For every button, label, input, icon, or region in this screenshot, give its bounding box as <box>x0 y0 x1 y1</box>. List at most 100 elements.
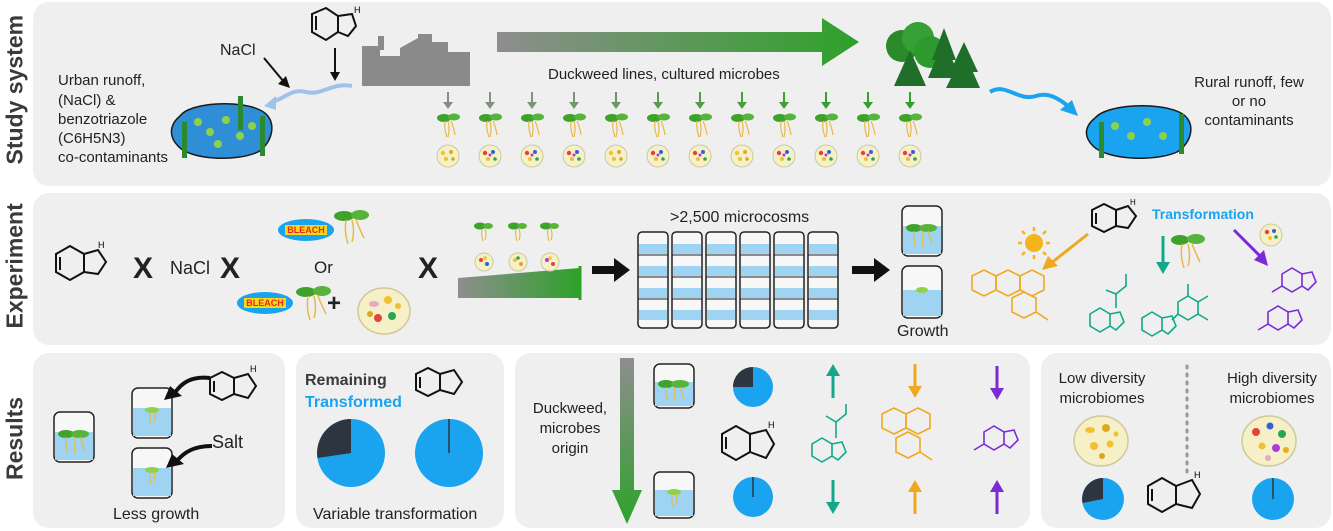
origin-line-1: Duckweed, <box>532 400 608 417</box>
purple-arrow-up <box>990 480 1004 514</box>
origin-line-3: origin <box>551 440 589 457</box>
pie-full-transformation <box>415 419 483 487</box>
small-arrow-4 <box>569 92 579 109</box>
transformed-label: Transformed <box>305 394 402 411</box>
runoff-stream-left <box>264 83 353 110</box>
duckweed-icon-2 <box>296 286 331 321</box>
benzotriazole-structure-icon: H <box>55 240 108 282</box>
row-label-study-system: Study system <box>1 14 28 165</box>
rural-runoff-line-2: or no <box>1231 93 1267 110</box>
urban-runoff-line-1: Urban runoff, <box>58 72 146 89</box>
small-arrow-2 <box>485 92 495 109</box>
benzotriazole-structure-icon: H <box>209 364 258 402</box>
svg-text:H: H <box>250 364 257 374</box>
origin-line-2: microbes <box>539 420 601 437</box>
teal-arrow-up <box>826 364 840 398</box>
svg-text:H: H <box>768 420 775 430</box>
pie-partial-transformation <box>317 419 385 487</box>
pie-low-diversity <box>1082 478 1124 520</box>
x-symbol-3: X <box>418 252 439 285</box>
bleach-label-2: BLEACH <box>244 298 286 308</box>
forest-icon <box>886 22 980 88</box>
pie-high-diversity <box>1252 478 1294 520</box>
sun-icon <box>1018 227 1050 259</box>
origin-jar-bottom <box>653 471 695 519</box>
nacl-experiment-label: NaCl <box>170 258 211 278</box>
gradient-bar <box>458 222 582 300</box>
teal-product-structures <box>1089 274 1209 337</box>
pie-origin-top <box>733 367 773 407</box>
orange-arrow-down <box>908 364 922 398</box>
growth-label: Growth <box>897 323 949 340</box>
purple-product-structure <box>973 425 1019 451</box>
teal-arrow-down <box>826 480 840 514</box>
low-diversity-line-2: microbiomes <box>1059 390 1145 407</box>
plus-label: + <box>327 290 342 317</box>
small-arrow-1 <box>443 92 453 109</box>
rural-runoff-line-1: Rural runoff, few <box>1194 74 1304 91</box>
jar-benzotriazole <box>131 387 173 439</box>
arrow-photolysis <box>1042 232 1089 270</box>
microbe-dishes-row <box>436 144 922 168</box>
urban-runoff-line-4: (C6H5N3) <box>58 130 126 147</box>
small-arrow-6 <box>653 92 663 109</box>
rural-pond-icon <box>1085 105 1192 159</box>
arrow-nacl <box>263 57 290 88</box>
duckweed-icon-transform <box>1171 234 1205 269</box>
or-label: Or <box>314 258 333 277</box>
arrow-benzotriazole-growth <box>164 375 211 400</box>
arrow-salt-growth <box>166 444 213 468</box>
urban-runoff-line-3: benzotriazole <box>58 111 148 128</box>
arrow-duckweed-transform <box>1156 236 1170 274</box>
duckweed-lines-label: Duckweed lines, cultured microbes <box>548 66 780 83</box>
arrow-to-growth <box>852 258 890 282</box>
microbe-dish-icon <box>357 287 411 335</box>
svg-text:H: H <box>1130 198 1136 207</box>
remaining-label: Remaining <box>305 372 387 389</box>
diversity-divider <box>1185 364 1189 478</box>
low-diversity-line-1: Low diversity <box>1058 370 1146 387</box>
benzotriazole-structure-icon: H <box>311 5 361 42</box>
teal-product-structure <box>811 404 847 463</box>
microcosms-label: >2,500 microcosms <box>670 209 810 226</box>
small-arrow-12 <box>905 92 915 109</box>
benzotriazole-structure-icon: H <box>1091 198 1138 234</box>
microcosm-jar-grid <box>637 231 839 329</box>
svg-text:H: H <box>1194 470 1201 480</box>
arrow-to-microcosms <box>592 258 630 282</box>
arrow-microbe-transform <box>1232 228 1268 266</box>
arrow-benzotriazole-down <box>330 48 340 81</box>
duckweed-plants-row <box>437 112 923 138</box>
small-arrow-10 <box>821 92 831 109</box>
small-arrow-9 <box>779 92 789 109</box>
benzotriazole-structure-icon: H <box>1147 470 1202 514</box>
less-growth-label: Less growth <box>113 506 200 523</box>
variable-transformation-label: Variable transformation <box>313 506 478 523</box>
high-diversity-dish-icon <box>1241 415 1297 467</box>
purple-product-structures <box>1257 267 1317 331</box>
microbe-dish-icon-small <box>1259 223 1283 247</box>
urban-runoff-line-5: co-contaminants <box>58 149 169 166</box>
high-diversity-line-2: microbiomes <box>1229 390 1315 407</box>
benzotriazole-structure-icon: H <box>721 420 776 462</box>
bleach-label: BLEACH <box>285 225 327 235</box>
duckweed-icon <box>334 210 369 245</box>
small-arrow-7 <box>695 92 705 109</box>
orange-product-structure <box>971 269 1049 321</box>
orange-arrow-up <box>908 480 922 514</box>
bleach-icon-2: BLEACH <box>237 292 293 314</box>
growth-jars <box>901 205 943 319</box>
row-label-experiment: Experiment <box>1 203 28 329</box>
origin-jar-top <box>653 363 695 409</box>
small-arrow-3 <box>527 92 537 109</box>
jar-salt <box>131 447 173 499</box>
high-diversity-line-1: High diversity <box>1226 370 1318 387</box>
jar-control <box>53 411 95 463</box>
bleach-icon: BLEACH <box>278 219 334 241</box>
low-diversity-dish-icon <box>1073 415 1129 467</box>
rural-runoff-line-3: contaminants <box>1204 112 1294 129</box>
salt-label: Salt <box>212 432 244 452</box>
pie-origin-bottom <box>733 477 773 517</box>
benzotriazole-nh-label: H <box>98 240 105 250</box>
small-arrow-11 <box>863 92 873 109</box>
